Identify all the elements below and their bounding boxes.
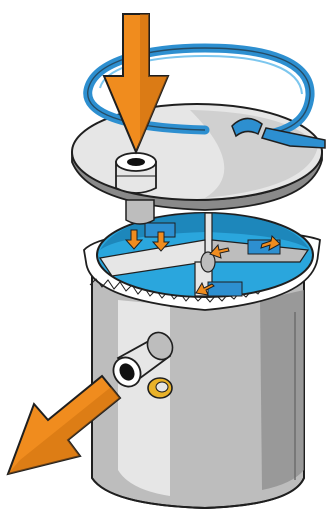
divider-wall-back [205, 213, 212, 258]
tank-shade [260, 290, 304, 490]
tank-interior [97, 213, 313, 297]
inlet-fitting-hole [127, 158, 145, 166]
drain-cap-face [156, 382, 168, 392]
drain-cap [148, 378, 172, 398]
inlet-fitting [116, 153, 156, 193]
lid-assembly [72, 104, 322, 224]
filter-cartridge-front [208, 282, 242, 296]
lid-spout [126, 200, 154, 224]
